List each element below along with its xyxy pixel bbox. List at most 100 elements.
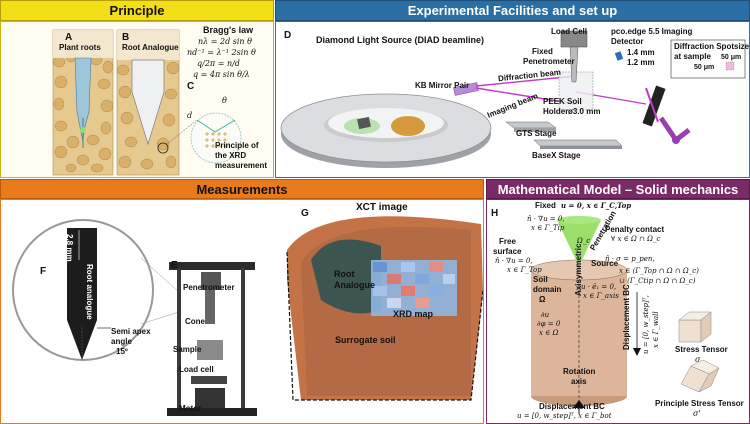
basex-stage-label: BaseX Stage bbox=[532, 151, 581, 160]
surrogate-soil-label: Surrogate soil bbox=[335, 335, 396, 345]
penalty-l2: ∀ x ∈ Ω ∩ Ω_c bbox=[611, 235, 661, 243]
experimental-panel: D Diamond Light Source (DIAD beamline) L… bbox=[275, 21, 750, 178]
xrd-map-label: XRD map bbox=[393, 309, 434, 319]
dim-28-label: 2.8 mm bbox=[65, 234, 74, 262]
detector-l2: Detector bbox=[611, 37, 644, 46]
fixed-penetrometer-l1: Fixed bbox=[532, 47, 553, 56]
header-math-model: Mathematical Model – Solid mechanics bbox=[486, 179, 750, 199]
soil-grains-b bbox=[116, 61, 180, 170]
panel-c-letter: C bbox=[187, 81, 195, 92]
measurements-panel: F 2.8 mm Root analogue Semi apex angle 1… bbox=[0, 199, 484, 424]
fixed-penetrometer-l2: Penetrometer bbox=[523, 57, 575, 66]
disp-bc-bottom: Displacement BC bbox=[539, 402, 605, 411]
sigma-eq: n̂ · σ = p_pen, bbox=[605, 255, 655, 263]
stress-tensor-l2: σ bbox=[695, 355, 701, 364]
stress-tensor-l1: Stress Tensor bbox=[675, 345, 728, 354]
semi-apex-l1: Semi apex bbox=[111, 327, 151, 336]
panel-a-title: Plant roots bbox=[59, 43, 101, 52]
caption-l3: measurement bbox=[215, 161, 268, 170]
traction1-l2: x ∈ Γ_Tip bbox=[531, 224, 565, 232]
header-measurements: Measurements bbox=[0, 179, 484, 199]
root-analogue-l2: Analogue bbox=[334, 280, 376, 290]
free-l2: surface bbox=[493, 247, 522, 256]
wall-eq-l1: u = [0, w_step]ᵀ, bbox=[642, 295, 650, 354]
dudr-l2: ∂φ = 0 bbox=[537, 320, 561, 328]
stress-cube bbox=[678, 311, 712, 343]
header-experimental: Experimental Facilities and set up bbox=[275, 0, 750, 21]
xrd-principle-circle bbox=[190, 112, 242, 164]
sigma-l2: x ∈ (Γ_Top ∩ Ω ∩ Ω_c) bbox=[619, 267, 699, 275]
diameter-label: ø3.0 mm bbox=[568, 107, 601, 116]
math-illustration bbox=[530, 216, 720, 414]
spot-height: 50 μm bbox=[694, 64, 715, 71]
traction2-l1: n̂ · ∇u = 0, bbox=[495, 257, 533, 265]
bragg-eq-3: q/2π = n/d bbox=[197, 59, 240, 68]
rotation-l1: Rotation bbox=[563, 367, 596, 376]
dudr-l3: x ∈ Ω bbox=[539, 329, 559, 337]
disp-bc-side: Displacement BC bbox=[622, 284, 631, 350]
bragg-eq-4: q = 4π sin θ/λ bbox=[193, 70, 250, 79]
principal-l1: Principle Stress Tensor bbox=[655, 399, 744, 408]
detector-l1: pco.edge 5.5 Imaging bbox=[611, 27, 693, 36]
header-principle: Principle bbox=[0, 0, 274, 21]
soil-l2: domain bbox=[533, 285, 562, 294]
sample-label: Sample bbox=[173, 345, 202, 354]
panel-b-letter: B bbox=[122, 32, 130, 43]
panel-d-letter: D bbox=[284, 30, 292, 41]
traction1-l1: n̂ · ∇u = 0, bbox=[527, 215, 565, 223]
panel-b-title: Root Analogue bbox=[122, 43, 179, 52]
soil-l1: Soil bbox=[533, 275, 548, 284]
caption-l1: Principle of bbox=[215, 141, 259, 150]
experimental-illustration bbox=[280, 30, 746, 168]
axis-eq-l2: x ∈ Γ_axis bbox=[583, 292, 619, 300]
theta-label: θ bbox=[222, 96, 227, 105]
math-panel: H Fixed u = 0, x ∈ Γ_C,Top Penalty conta… bbox=[486, 199, 750, 424]
panel-a-letter: A bbox=[65, 32, 73, 43]
cone-label: Cone bbox=[185, 317, 205, 326]
free-l1: Free bbox=[499, 237, 516, 246]
peek-l1: PEEK Soil bbox=[543, 97, 582, 106]
kb-mirror-label: KB Mirror Pair bbox=[415, 81, 470, 90]
fixed-l1: Fixed bbox=[535, 201, 556, 210]
motor-label: Motor bbox=[179, 404, 202, 413]
principle-illustration bbox=[52, 29, 242, 176]
sigma-l3: ∪ (Γ_Ctip ∩ Ω ∩ Ω_c) bbox=[619, 277, 696, 285]
source-label: Source bbox=[591, 259, 619, 268]
root-analogue-l1: Root bbox=[334, 269, 355, 279]
d-label: d bbox=[187, 111, 193, 120]
gts-stage-label: GTS Stage bbox=[516, 129, 557, 138]
root-analogue-shape bbox=[131, 59, 165, 146]
bottom-eq: u = [0, w_step]ᵀ, x ∈ Γ_bot bbox=[517, 412, 612, 420]
principal-stress-cube bbox=[680, 359, 720, 393]
bragg-eq-2: nd⁻¹ = λ⁻¹ 2sin θ bbox=[187, 48, 256, 57]
load-cell-label-m: Load cell bbox=[179, 365, 214, 374]
bragg-title: Bragg's law bbox=[203, 25, 254, 35]
semi-apex-l2: angle bbox=[111, 337, 132, 346]
rotation-l2: axis bbox=[571, 377, 587, 386]
peek-l2: Holder bbox=[543, 107, 569, 116]
fixed-l2: u = 0, x ∈ Γ_C,Top bbox=[561, 201, 632, 210]
principle-panel: A Plant roots B Root Analogue Bragg's la… bbox=[0, 21, 274, 178]
spot-width: 50 μm bbox=[721, 54, 742, 61]
dim-2: 1.2 mm bbox=[627, 58, 655, 67]
soil-l3: Ω bbox=[539, 295, 546, 304]
semi-apex-l3: 15º bbox=[116, 347, 128, 356]
axisymmetric-label: Axisymmetric bbox=[574, 243, 583, 296]
penetrometer-label: Penetrometer bbox=[183, 283, 235, 292]
omega-c: Ω_c bbox=[577, 237, 591, 245]
panel-g-letter: G bbox=[301, 208, 309, 219]
dudr-l1: ∂u bbox=[541, 311, 550, 319]
measurements-illustration bbox=[12, 216, 483, 416]
bragg-eq-1: nλ = 2d sin θ bbox=[198, 37, 252, 46]
source-title: Diamond Light Source (DIAD beamline) bbox=[316, 35, 485, 45]
spotsize-l1: Diffraction Spotsize bbox=[674, 42, 750, 51]
root-analogue-vertical: Root analogue bbox=[85, 264, 94, 320]
wall-eq-l2: x ∈ Γ_wall bbox=[652, 311, 660, 348]
panel-e-letter: E bbox=[171, 260, 178, 271]
xct-title: XCT image bbox=[356, 202, 408, 213]
caption-l2: the XRD bbox=[215, 151, 247, 160]
axis-eq-l1: u · ê₁ = 0, bbox=[581, 283, 617, 291]
spotsize-l2: at sample bbox=[674, 52, 711, 61]
penalty-l1: Penalty contact bbox=[605, 225, 665, 234]
principal-l2: σ' bbox=[693, 409, 701, 418]
